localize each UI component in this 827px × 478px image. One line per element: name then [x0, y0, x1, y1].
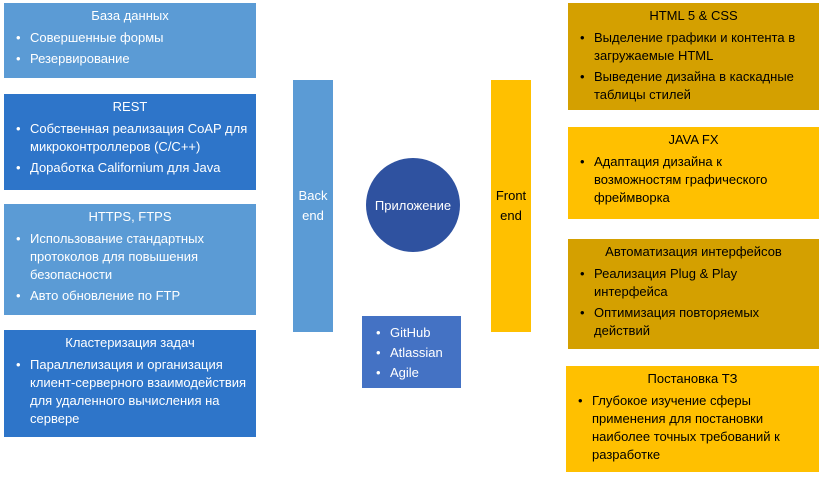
box-title: Кластеризация задач — [65, 335, 195, 350]
list-item: Адаптация дизайна к возможностям графиче… — [580, 153, 811, 207]
box-title: HTML 5 & CSS — [649, 8, 738, 23]
tool-item: Agile — [376, 363, 453, 383]
list-item: Совершенные формы — [16, 29, 248, 47]
backend-bar-label: Back end — [299, 186, 328, 226]
application-label: Приложение — [374, 197, 452, 213]
box-list: Выделение графики и контента в загружаем… — [576, 29, 811, 104]
frontend-bar-label: Front end — [496, 186, 526, 226]
box-title: Автоматизация интерфейсов — [605, 244, 782, 259]
backend-bar: Back end — [293, 80, 333, 332]
tools-box: GitHub Atlassian Agile — [362, 316, 461, 388]
backend-box-clustering: Кластеризация задач Параллелизация и орг… — [4, 330, 256, 437]
tools-list: GitHub Atlassian Agile — [370, 323, 453, 383]
backend-bar-line2: end — [302, 208, 324, 223]
frontend-bar-line2: end — [500, 208, 522, 223]
list-item: Доработка Californium для Java — [16, 159, 248, 177]
frontend-bar-line1: Front — [495, 188, 527, 203]
box-list: Реализация Plug & Play интерфейса Оптими… — [576, 265, 811, 340]
list-item: Параллелизация и организация клиент-серв… — [16, 356, 248, 428]
box-list: Адаптация дизайна к возможностям графиче… — [576, 153, 811, 207]
tool-item: GitHub — [376, 323, 453, 343]
backend-box-https: HTTPS, FTPS Использование стандартных пр… — [4, 204, 256, 315]
frontend-box-specification: Постановка ТЗ Глубокое изучение сферы пр… — [566, 366, 819, 472]
frontend-bar: Front end — [491, 80, 531, 332]
frontend-box-automation: Автоматизация интерфейсов Реализация Plu… — [568, 239, 819, 349]
backend-bar-line1: Back — [298, 188, 328, 203]
list-item: Собственная реализация CoAP для микрокон… — [16, 120, 248, 156]
list-item: Резервирование — [16, 50, 248, 68]
box-title: JAVA FX — [668, 132, 719, 147]
list-item: Авто обновление по FTP — [16, 287, 248, 305]
list-item: Оптимизация повторяемых действий — [580, 304, 811, 340]
box-list: Использование стандартных протоколов для… — [12, 230, 248, 305]
box-title: Постановка ТЗ — [647, 371, 738, 386]
backend-box-database: База данных Совершенные формы Резервиров… — [4, 3, 256, 78]
list-item: Выведение дизайна в каскадные таблицы ст… — [580, 68, 811, 104]
list-item: Реализация Plug & Play интерфейса — [580, 265, 811, 301]
list-item: Использование стандартных протоколов для… — [16, 230, 248, 284]
box-list: Совершенные формы Резервирование — [12, 29, 248, 68]
frontend-box-javafx: JAVA FX Адаптация дизайна к возможностям… — [568, 127, 819, 219]
box-title: HTTPS, FTPS — [88, 209, 172, 224]
box-title: База данных — [91, 8, 169, 23]
list-item: Глубокое изучение сферы применения для п… — [578, 392, 811, 464]
tool-item: Atlassian — [376, 343, 453, 363]
box-list: Параллелизация и организация клиент-серв… — [12, 356, 248, 428]
box-title: REST — [112, 99, 148, 114]
frontend-box-html-css: HTML 5 & CSS Выделение графики и контент… — [568, 3, 819, 110]
list-item: Выделение графики и контента в загружаем… — [580, 29, 811, 65]
application-circle: Приложение — [366, 158, 460, 252]
box-list: Собственная реализация CoAP для микрокон… — [12, 120, 248, 177]
backend-box-rest: REST Собственная реализация CoAP для мик… — [4, 94, 256, 190]
box-list: Глубокое изучение сферы применения для п… — [574, 392, 811, 464]
